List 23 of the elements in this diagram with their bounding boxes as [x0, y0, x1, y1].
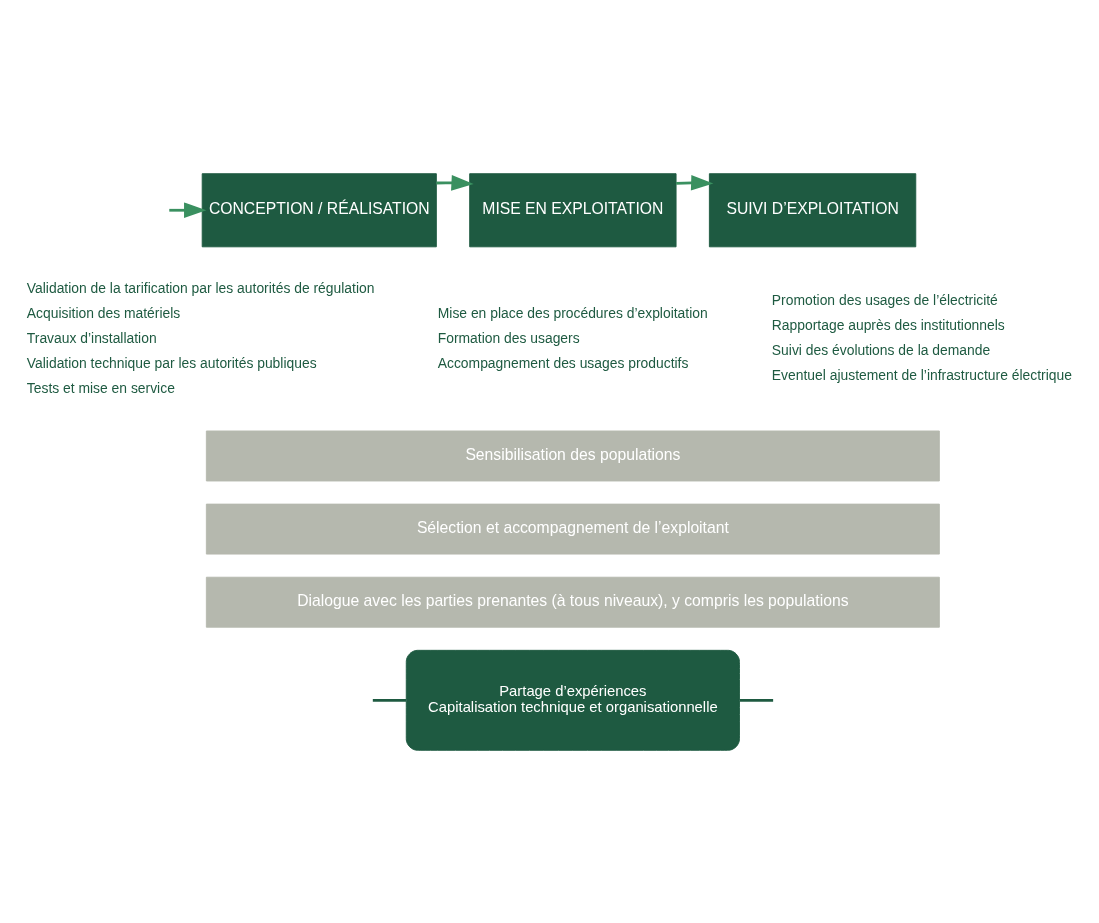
node-label: Suivi des évolutions de la demande — [771, 341, 991, 358]
node-box: SUIVI D’EXPLOITATION — [708, 172, 917, 247]
node-label: Acquisition des matériels — [26, 304, 181, 321]
node-label: Tests et mise en service — [26, 379, 175, 396]
node-label: Eventuel ajustement de l’infrastructure électrique — [771, 366, 1072, 383]
node-label: Mise en place des procédures d’exploitation — [437, 304, 708, 321]
node-label: Travaux d’installation — [26, 329, 157, 346]
node-label: Validation technique par les autorités publiques — [26, 354, 317, 371]
connector — [739, 698, 774, 702]
node-box: Sensibilisation des populations — [205, 430, 940, 481]
arrow — [436, 174, 474, 191]
node-label: Validation de la tarification par les autorités de régulation — [26, 279, 375, 296]
node-box: MISE EN EXPLOITATION — [469, 172, 677, 247]
node-box: Partage d’expériences Capitalisation technique et organisationnelle — [405, 649, 740, 751]
node-box: Dialogue avec les parties prenantes (à tous niveaux), y compris les populations — [205, 576, 940, 628]
node-box: Sélection et accompagnement de l’exploitant — [205, 503, 940, 555]
node-label: Rapportage auprès des institutionnels — [771, 316, 1005, 333]
arrow — [169, 201, 207, 218]
node-box: CONCEPTION / RÉALISATION — [201, 172, 437, 247]
connector — [372, 698, 407, 702]
node-label: Accompagnement des usages productifs — [437, 354, 689, 371]
node-label: Promotion des usages de l’électricité — [771, 291, 998, 308]
node-label: Formation des usagers — [437, 329, 580, 346]
